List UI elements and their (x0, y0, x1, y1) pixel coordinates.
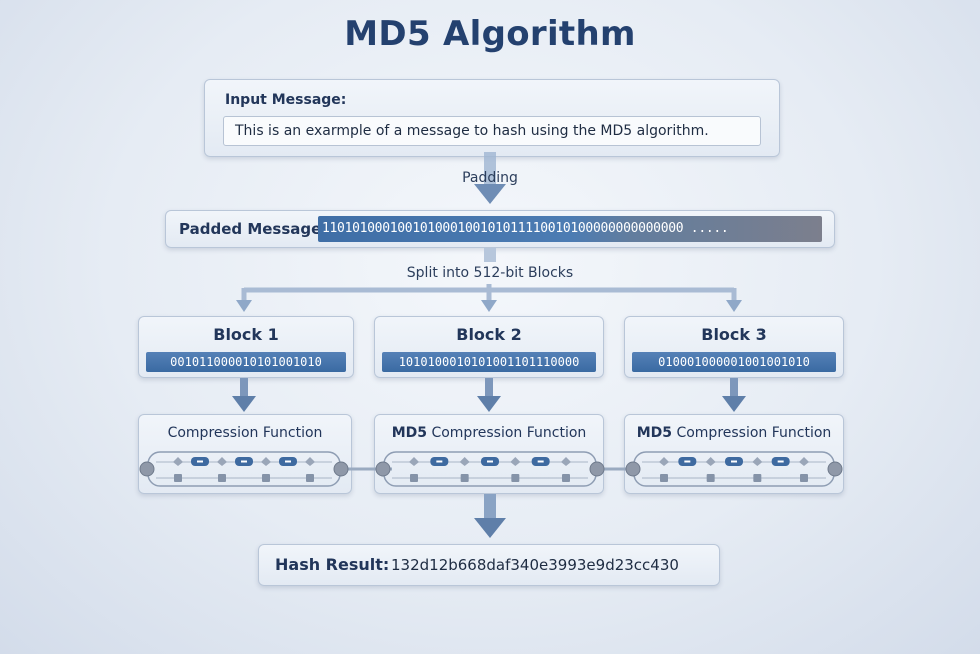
compression-title: MD5 Compression Function (375, 425, 603, 441)
operator-mark (537, 460, 544, 463)
mix-icon (261, 457, 271, 466)
split-step-label: Split into 512-bit Blocks (406, 265, 574, 281)
block-2-panel: Block 2 1010100010101001101110000 (374, 316, 604, 378)
register-icon (753, 474, 762, 482)
arrow-down-icon (474, 494, 506, 538)
endpoint-icon (589, 461, 605, 477)
endpoint-icon (139, 461, 155, 477)
arrow-down-icon (474, 152, 506, 204)
register-icon (218, 474, 226, 482)
hash-result-value: 132d12b668daf340e3993e9d23cc430 (391, 556, 679, 574)
input-message-panel: Input Message: This is an exarmple of a … (204, 79, 780, 157)
mix-icon (510, 457, 521, 466)
register-icon (410, 474, 418, 482)
mix-icon (459, 457, 470, 466)
mix-icon (752, 457, 763, 466)
operator-mark (731, 460, 737, 463)
register-icon (306, 474, 314, 482)
endpoint-icon (333, 461, 349, 477)
compression-title: Compression Function (139, 425, 351, 441)
hash-result-panel: Hash Result: 132d12b668daf340e3993e9d23c… (258, 544, 720, 586)
block-title: Block 3 (701, 325, 767, 344)
mix-icon (409, 457, 419, 466)
operator-mark (777, 460, 784, 463)
compression-title-bold: MD5 (636, 425, 672, 441)
register-icon (262, 474, 270, 482)
mix-icon (705, 457, 716, 466)
block-bits: 010001000001001001010 (632, 352, 836, 372)
endpoint-icon (625, 461, 641, 477)
block-title: Block 2 (456, 325, 522, 344)
compression-title-bold: MD5 (391, 425, 427, 441)
padded-message-label: Padded Message (179, 220, 322, 238)
compression-title-rest: Compression Function (167, 425, 323, 441)
operator-mark (241, 460, 247, 463)
endpoint-icon (827, 461, 843, 477)
mix-icon (659, 457, 669, 466)
endpoint-icon (375, 461, 391, 477)
operator-mark (436, 460, 443, 463)
mix-icon (173, 457, 183, 466)
register-icon (562, 474, 570, 482)
operator-mark (487, 460, 493, 463)
padding-step-label: Padding (462, 170, 518, 186)
block-title: Block 1 (213, 325, 279, 344)
block-1-panel: Block 1 001011000010101001010 (138, 316, 354, 378)
mix-icon (217, 457, 227, 466)
connector-line (484, 248, 496, 262)
register-icon (800, 474, 808, 482)
compression-title: MD5 Compression Function (625, 425, 843, 441)
padded-message-panel: Padded Message 1101010001001010001001010… (165, 210, 835, 248)
page-title: MD5 Algorithm (344, 14, 636, 54)
register-icon (511, 474, 520, 482)
operator-mark (285, 460, 291, 463)
compression-title-rest: Compression Function (431, 425, 587, 441)
compression-panel-1: Compression Function (138, 414, 352, 494)
mix-icon (561, 457, 571, 466)
mix-icon (799, 457, 809, 466)
register-icon (460, 474, 469, 482)
mix-icon (305, 457, 315, 466)
block-3-panel: Block 3 010001000001001001010 (624, 316, 844, 378)
operator-mark (684, 460, 691, 463)
operator-mark (197, 460, 203, 463)
input-message-label: Input Message: (225, 92, 347, 108)
block-bits: 1010100010101001101110000 (382, 352, 596, 372)
register-icon (660, 474, 668, 482)
register-icon (706, 474, 715, 482)
hash-result-label: Hash Result: (275, 555, 390, 574)
register-icon (174, 474, 182, 482)
padded-message-bits: 1101010001001010001001010111100101000000… (318, 216, 822, 242)
input-message-field[interactable]: This is an exarmple of a message to hash… (223, 116, 761, 146)
compression-title-rest: Compression Function (676, 425, 832, 441)
block-bits: 001011000010101001010 (146, 352, 346, 372)
